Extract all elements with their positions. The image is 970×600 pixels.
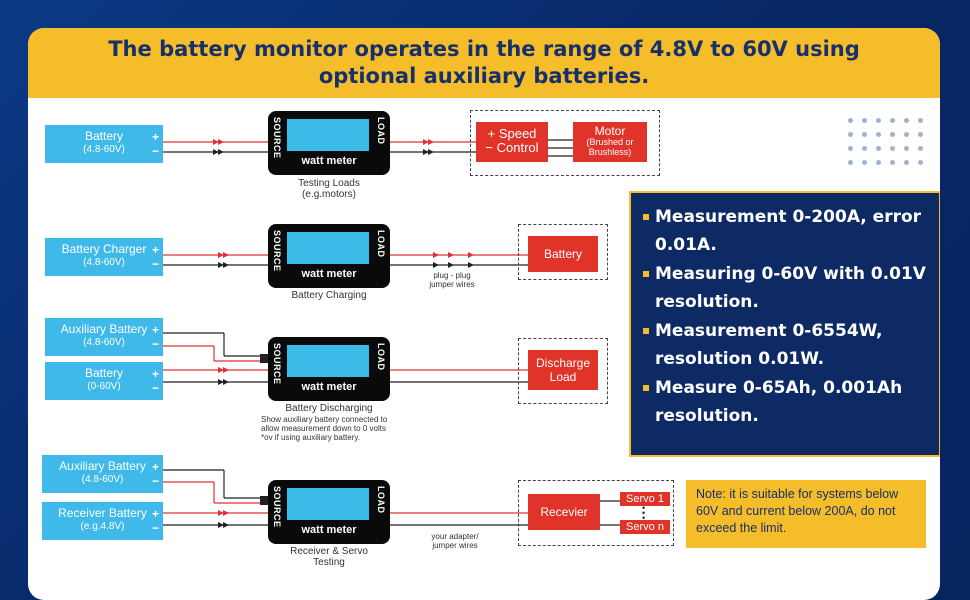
load-dashed-frame-3: [518, 338, 608, 404]
meter-source-label: SOURCE: [272, 486, 282, 528]
servo-n-label: Servo n: [626, 521, 664, 533]
spec-item: Measurement 0-200A, error 0.01A.: [643, 203, 939, 259]
speed-control-line1: + Speed: [487, 126, 537, 141]
auxiliary-battery-box-1: Auxiliary Battery (4.8-60V) + −: [45, 318, 163, 356]
load-battery-box: Battery: [528, 236, 598, 272]
receiver-box: Recevier: [528, 494, 600, 530]
speed-control-line2: − Control: [485, 140, 539, 155]
watt-meter-4: SOURCE LOAD watt meter: [268, 480, 390, 544]
aux-name: Auxiliary Battery: [60, 322, 148, 336]
spec-item: Measuring 0-60V with 0.01V resolution.: [643, 260, 939, 316]
auxiliary-battery-box-2: Auxiliary Battery (4.8-60V) + −: [42, 455, 163, 493]
minus-terminal: −: [151, 521, 159, 535]
receiver-label: Recevier: [540, 505, 588, 519]
meter-screen: [287, 345, 369, 377]
speed-control-box: + Speed − Control: [476, 122, 548, 162]
bullet-icon: [643, 214, 649, 220]
aux-range: (4.8-60V): [81, 474, 124, 485]
discharge-load-line1: Discharge: [535, 356, 591, 370]
spec-item: Measurement 0-6554W, resolution 0.01W.: [643, 317, 939, 373]
row3-note: Show auxiliary battery connected to allo…: [261, 415, 388, 442]
meter-screen: [287, 119, 369, 151]
row3-caption: Battery Discharging: [285, 403, 373, 414]
servo-n-box: Servo n: [620, 520, 670, 534]
watt-meter-3: SOURCE LOAD watt meter: [268, 337, 390, 401]
row2-caption: Battery Charging: [291, 290, 367, 301]
discharge-load-line2: Load: [549, 370, 577, 384]
source-range: (0-60V): [87, 381, 121, 392]
meter-screen: [287, 488, 369, 520]
bullet-icon: [643, 385, 649, 391]
usage-note: Note: it is suitable for systems below 6…: [686, 480, 926, 548]
source-range: (4.8-60V): [83, 257, 125, 268]
plus-terminal: +: [151, 367, 159, 381]
load-battery-label: Battery: [543, 247, 582, 261]
receiver-battery-box: Receiver Battery (e.g.4.8V) + −: [42, 502, 163, 540]
title-banner: The battery monitor operates in the rang…: [28, 28, 940, 98]
row1-caption: Testing Loads (e.g.motors): [298, 178, 360, 200]
source-name: Battery Charger: [61, 242, 147, 256]
row4-caption: Receiver & Servo Testing: [290, 546, 368, 568]
watt-meter-1: SOURCE LOAD watt meter: [268, 111, 390, 175]
meter-source-label: SOURCE: [272, 343, 282, 385]
watt-meter-2: SOURCE LOAD watt meter: [268, 224, 390, 288]
plus-terminal: +: [151, 243, 159, 257]
servo-1-label: Servo 1: [626, 493, 664, 505]
minus-terminal: −: [151, 257, 159, 271]
source-range: (e.g.4.8V): [80, 521, 125, 532]
row2-wire-note: plug - plug jumper wires: [429, 271, 475, 289]
discharge-load-box: Discharge Load: [528, 350, 598, 390]
meter-name: watt meter: [301, 524, 357, 536]
load-dashed-frame-2: [518, 224, 608, 280]
bullet-icon: [643, 328, 649, 334]
battery-charger-box: Battery Charger (4.8-60V) + −: [45, 238, 163, 276]
plus-terminal: +: [151, 507, 159, 521]
row4-wire-note: your adapter/ jumper wires: [431, 532, 479, 550]
bullet-icon: [643, 271, 649, 277]
motor-box: Motor (Brushed or Brushless): [573, 122, 647, 162]
meter-name: watt meter: [301, 381, 357, 393]
source-range: (4.8-60V): [83, 144, 125, 155]
meter-load-label: LOAD: [376, 117, 386, 145]
aux-name: Auxiliary Battery: [59, 459, 146, 473]
meter-name: watt meter: [301, 155, 357, 167]
meter-load-label: LOAD: [376, 486, 386, 514]
meter-load-label: LOAD: [376, 343, 386, 371]
load-dashed-frame-4: [518, 480, 674, 546]
plus-terminal: +: [151, 323, 159, 337]
source-name: Battery: [84, 129, 123, 143]
minus-terminal: −: [151, 337, 159, 351]
motor-sub2: Brushless): [588, 147, 632, 157]
meter-load-label: LOAD: [376, 230, 386, 258]
banner-title: The battery monitor operates in the rang…: [108, 37, 860, 88]
load-dashed-frame-1: [470, 110, 660, 176]
source-battery-box: Battery (4.8-60V) + −: [45, 125, 163, 163]
servo-ellipsis: •••: [642, 503, 646, 523]
specs-panel: Measurement 0-200A, error 0.01A. Measuri…: [629, 191, 940, 457]
plus-terminal: +: [151, 460, 159, 474]
content-card: The battery monitor operates in the rang…: [28, 28, 940, 600]
motor-sub1: (Brushed or: [586, 137, 634, 147]
source-name: Battery: [84, 366, 123, 380]
servo-1-box: Servo 1: [620, 492, 670, 506]
motor-title: Motor: [594, 124, 626, 138]
aux-range: (4.8-60V): [83, 337, 125, 348]
minus-terminal: −: [151, 144, 159, 158]
meter-screen: [287, 232, 369, 264]
minus-terminal: −: [151, 381, 159, 395]
meter-source-label: SOURCE: [272, 117, 282, 159]
source-name: Receiver Battery: [58, 506, 147, 520]
spec-item: Measure 0-65Ah, 0.001Ah resolution.: [643, 374, 939, 430]
meter-name: watt meter: [301, 268, 357, 280]
wiring-diagram: [163, 139, 620, 528]
battery-box-0-60: Battery (0-60V) + −: [45, 362, 163, 400]
meter-source-label: SOURCE: [272, 230, 282, 272]
minus-terminal: −: [151, 474, 159, 488]
plus-terminal: +: [151, 130, 159, 144]
